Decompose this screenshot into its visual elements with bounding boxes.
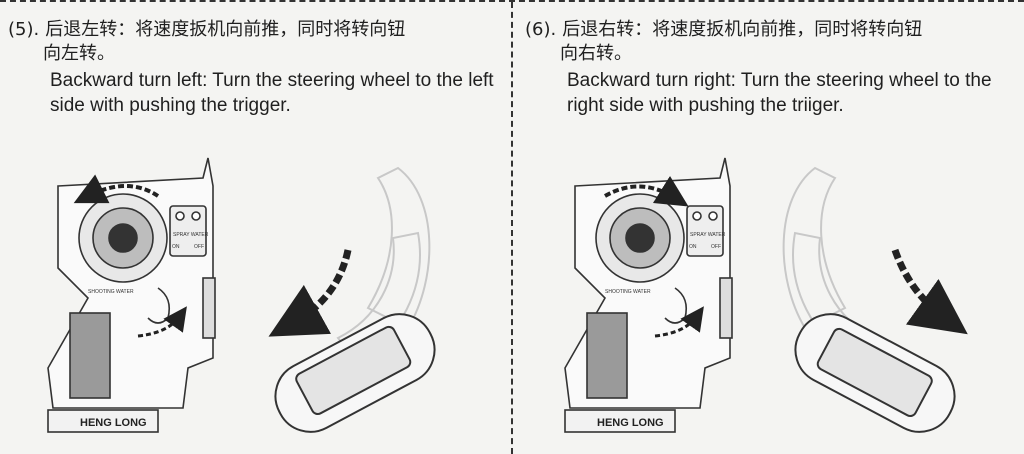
switch-off-label: OFF (194, 244, 204, 250)
step-number: (6). (525, 19, 557, 40)
panel-backward-turn-left: (5).后退左转：将速度扳机向前推，同时将转向钮 向左转。 Backward t… (8, 18, 508, 454)
brand-label: HENG LONG (80, 417, 147, 429)
chinese-line-1: 后退左转：将速度扳机向前推，同时将转向钮 (45, 19, 406, 40)
switch-on-label: ON (172, 244, 180, 250)
spray-water-label: SPRAY WATER (690, 232, 726, 238)
chinese-line-2: 向左转。 (43, 43, 115, 64)
direction-arrow-icon (268, 249, 352, 337)
panel-backward-turn-right: (6).后退右转：将速度扳机向前推，同时将转向钮 向右转。 Backward t… (525, 18, 1024, 454)
illustration-right: SPRAY WATER ON OFF SHOOTING WATER HENG L… (564, 157, 968, 433)
trigger-arrow-icon (137, 306, 187, 338)
shooting-water-label: SHOOTING WATER (605, 289, 651, 295)
chinese-line-2: 向右转。 (560, 43, 632, 64)
remote-controller-icon: SPRAY WATER ON OFF SHOOTING WATER HENG L… (47, 157, 216, 433)
illustration-left: SPRAY WATER ON OFF SHOOTING WATER HENG L… (47, 157, 436, 433)
shooting-water-label: SHOOTING WATER (88, 289, 134, 295)
remote-controller-icon: SPRAY WATER ON OFF SHOOTING WATER HENG L… (564, 157, 733, 433)
tank-vehicle-icon (794, 313, 956, 433)
switch-on-label: ON (689, 244, 697, 250)
english-instruction: Backward turn right: Turn the steering w… (567, 70, 992, 116)
english-instruction: Backward turn left: Turn the steering wh… (50, 70, 494, 116)
switch-off-label: OFF (711, 244, 721, 250)
turn-arrow-icon (604, 175, 689, 207)
center-dashed-divider (511, 2, 513, 454)
top-dashed-divider (0, 0, 1024, 2)
trigger-arrow-icon (654, 306, 704, 338)
tank-vehicle-icon (274, 313, 436, 433)
step-number: (5). (8, 19, 40, 40)
spray-water-label: SPRAY WATER (173, 232, 209, 238)
turn-arrow-icon (73, 174, 160, 204)
chinese-instruction: (6).后退右转：将速度扳机向前推，同时将转向钮 (525, 18, 1024, 42)
chinese-line-1: 后退右转：将速度扳机向前推，同时将转向钮 (562, 19, 923, 40)
direction-arrow-icon (891, 248, 968, 335)
brand-label: HENG LONG (597, 417, 664, 429)
chinese-instruction: (5).后退左转：将速度扳机向前推，同时将转向钮 (8, 18, 508, 42)
